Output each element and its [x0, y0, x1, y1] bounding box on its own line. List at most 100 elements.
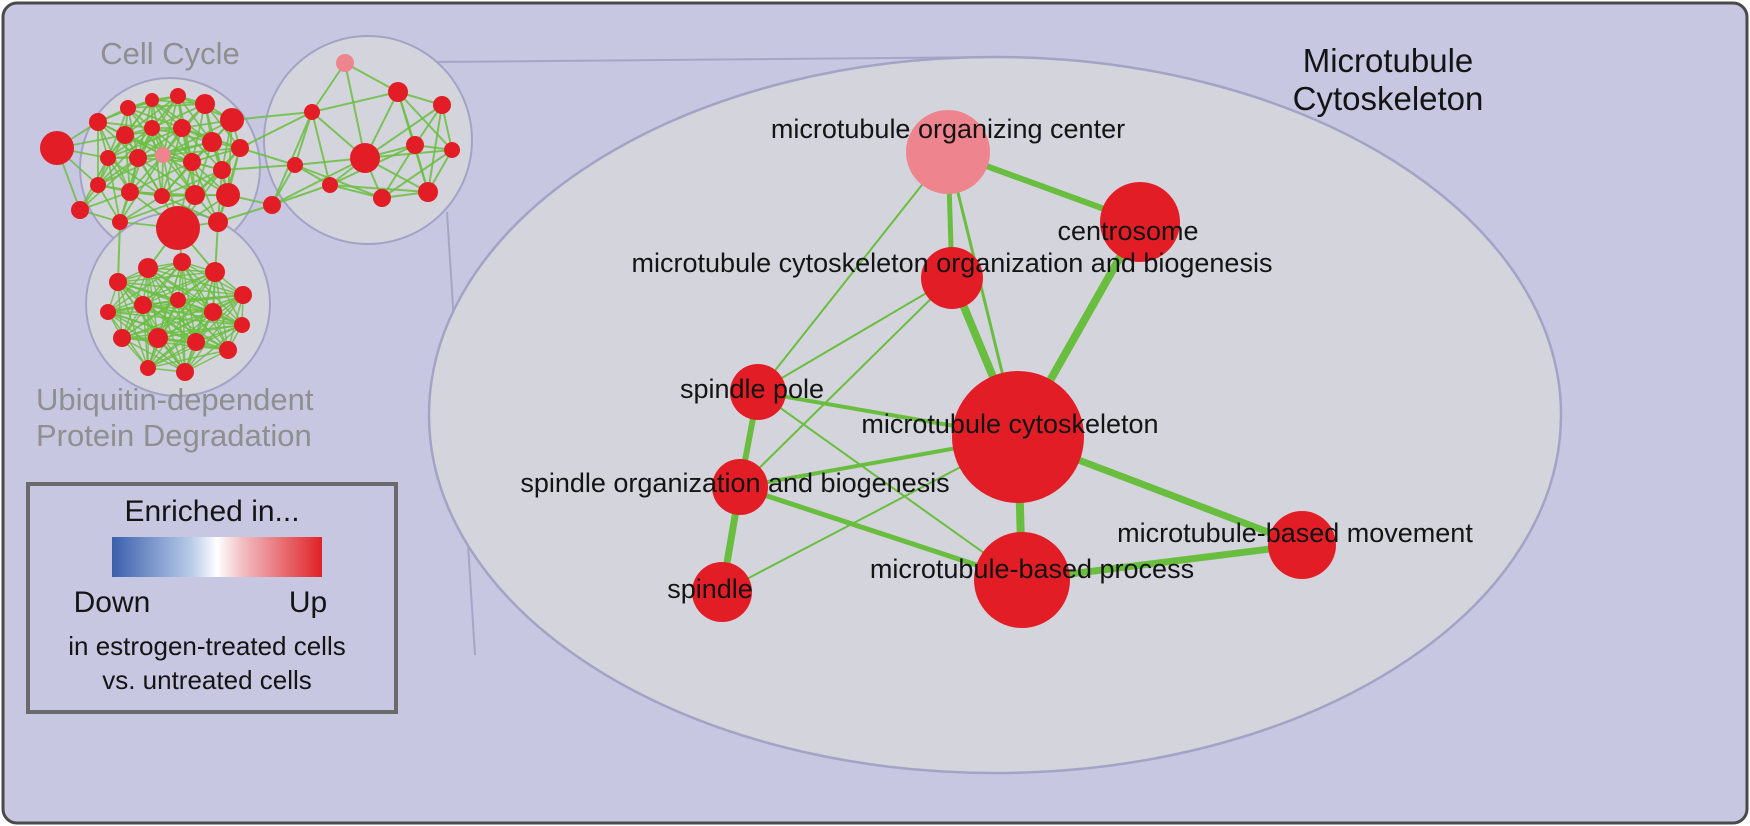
- overview-edge: [271, 184, 331, 206]
- overview-node[interactable]: [234, 317, 250, 333]
- overview-edge: [121, 294, 244, 339]
- overview-node[interactable]: [204, 303, 222, 321]
- overview-node[interactable]: [138, 258, 158, 278]
- overview-edge: [107, 127, 153, 159]
- overview-node[interactable]: [120, 100, 136, 116]
- overview-node[interactable]: [170, 292, 186, 308]
- overview-edge: [162, 154, 229, 196]
- overview-edge: [121, 311, 214, 339]
- overview-node[interactable]: [148, 328, 168, 348]
- overview-node[interactable]: [406, 136, 424, 154]
- overview-node[interactable]: [40, 131, 74, 165]
- overview-node[interactable]: [216, 183, 240, 207]
- overview-edge: [147, 341, 197, 369]
- overview-node[interactable]: [263, 196, 281, 214]
- overview-edge: [129, 161, 193, 193]
- overview-node[interactable]: [154, 188, 170, 204]
- overview-node[interactable]: [219, 341, 237, 359]
- overview-node[interactable]: [231, 139, 249, 157]
- overview-edge: [97, 154, 164, 186]
- overview-node[interactable]: [444, 142, 460, 158]
- overview-edge: [162, 95, 179, 156]
- overview-edge: [107, 157, 121, 223]
- overview-node[interactable]: [322, 177, 338, 193]
- overview-edge: [121, 299, 179, 339]
- overview-node[interactable]: [350, 143, 380, 173]
- overview-node[interactable]: [89, 113, 107, 131]
- overview-edge: [311, 62, 346, 113]
- overview-edge: [161, 195, 219, 223]
- overview-node[interactable]: [433, 96, 451, 114]
- overview-node[interactable]: [183, 153, 201, 171]
- overview-node[interactable]: [121, 183, 139, 201]
- overview-node[interactable]: [220, 108, 244, 132]
- overview-node[interactable]: [129, 149, 147, 167]
- overview-inter-edge: [239, 111, 313, 149]
- overview-edge: [162, 147, 241, 156]
- overview-node[interactable]: [418, 182, 438, 202]
- cell-cycle-label: Cell Cycle: [100, 36, 240, 71]
- overview-node[interactable]: [145, 93, 159, 107]
- legend-caption-line2: vs. untreated cells: [102, 665, 312, 695]
- cluster-circle-microtubule-mini: [263, 35, 473, 245]
- overview-node[interactable]: [287, 157, 303, 173]
- overview-node[interactable]: [100, 304, 116, 320]
- overview-node[interactable]: [234, 286, 252, 304]
- overview-node[interactable]: [173, 253, 191, 271]
- overview-edge: [157, 271, 216, 339]
- overview-inter-edge: [231, 111, 313, 121]
- node-label-microtubule-based-process: microtubule-based process: [870, 554, 1194, 584]
- node-microtubule-cytoskeleton-organization-and-biogenesis[interactable]: [921, 247, 983, 309]
- overview-node[interactable]: [185, 185, 205, 205]
- overview-node[interactable]: [208, 212, 228, 232]
- overview-node[interactable]: [116, 126, 134, 144]
- node-microtubule-based-process[interactable]: [974, 532, 1070, 628]
- overview-node[interactable]: [156, 206, 200, 250]
- overview-node[interactable]: [140, 360, 156, 376]
- node-centrosome[interactable]: [1100, 182, 1180, 262]
- node-spindle-pole[interactable]: [730, 364, 786, 420]
- overview-node[interactable]: [202, 132, 222, 152]
- overview-edge: [311, 91, 399, 113]
- overview-node[interactable]: [205, 262, 225, 282]
- zoom-title-line2: Cytoskeleton: [1293, 80, 1484, 117]
- overview-inter-edge: [221, 164, 296, 171]
- overview-node[interactable]: [336, 54, 354, 72]
- node-label-spindle-organization-and-biogenesis: spindle organization and biogenesis: [520, 468, 949, 498]
- overview-node[interactable]: [373, 189, 391, 207]
- ubiquitin-label-line1: Ubiquitin-dependent: [36, 382, 314, 417]
- overview-node[interactable]: [187, 333, 205, 351]
- node-microtubule-based-movement[interactable]: [1268, 511, 1336, 579]
- overview-node[interactable]: [113, 329, 131, 347]
- overview-node[interactable]: [109, 273, 127, 291]
- node-spindle-organization-and-biogenesis[interactable]: [712, 459, 768, 515]
- overview-node[interactable]: [90, 177, 106, 193]
- overview-node[interactable]: [170, 88, 186, 104]
- overview-edge: [107, 271, 216, 313]
- zoom-nodes: [692, 110, 1336, 628]
- overview-node[interactable]: [176, 363, 194, 381]
- node-microtubule-organizing-center[interactable]: [906, 110, 990, 194]
- overview-node[interactable]: [173, 119, 191, 137]
- overview-node[interactable]: [144, 120, 160, 136]
- overview-node[interactable]: [112, 214, 128, 230]
- overview-edge: [107, 311, 229, 351]
- overview-edge: [344, 62, 366, 159]
- overview-node[interactable]: [213, 161, 231, 179]
- overview-edge: [142, 304, 197, 343]
- overview-node[interactable]: [304, 104, 320, 120]
- overview-node[interactable]: [155, 147, 171, 163]
- zoom-callout-line-top: [431, 56, 1006, 63]
- overview-node[interactable]: [100, 150, 116, 166]
- overview-node[interactable]: [134, 296, 152, 314]
- overview-edge: [181, 127, 223, 171]
- node-spindle[interactable]: [692, 562, 752, 622]
- overview-node[interactable]: [195, 94, 215, 114]
- overview-node[interactable]: [388, 82, 408, 102]
- overview-node[interactable]: [71, 201, 89, 219]
- node-microtubule-cytoskeleton[interactable]: [952, 371, 1084, 503]
- ubiquitin-label-line2: Protein Degradation: [36, 418, 312, 453]
- legend-title: Enriched in...: [124, 495, 299, 528]
